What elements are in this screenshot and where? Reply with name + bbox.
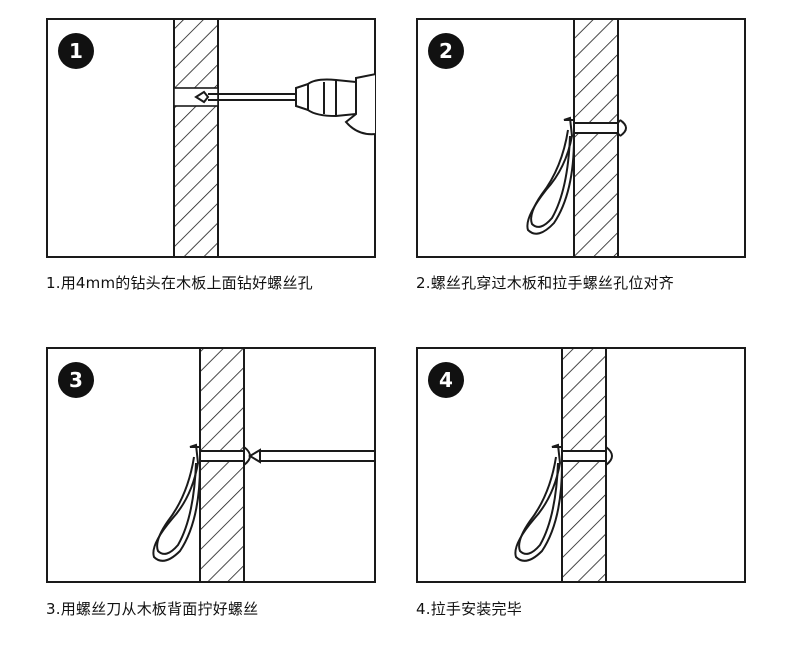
wood-board <box>573 18 619 258</box>
step-1-panel: 1 <box>46 18 376 258</box>
step-2-caption: 2.螺丝孔穿过木板和拉手螺丝孔位对齐 <box>416 274 674 292</box>
step-badge-1 <box>58 33 94 69</box>
step-4-panel: 4 <box>416 347 746 583</box>
step-3-illustration: 3 <box>46 347 376 583</box>
step-number-3: 3 <box>69 368 83 392</box>
step-number-4: 4 <box>439 368 453 392</box>
step-3-panel: 3 <box>46 347 376 583</box>
step-1-caption: 1.用4mm的钻头在木板上面钻好螺丝孔 <box>46 274 313 292</box>
screwdriver-icon <box>248 448 375 464</box>
wood-board <box>173 18 219 258</box>
screw-icon <box>561 444 613 468</box>
screw-icon <box>199 444 251 468</box>
drill-icon <box>194 72 376 136</box>
step-4-caption: 4.拉手安装完毕 <box>416 600 522 618</box>
step-4-illustration: 4 <box>416 347 746 583</box>
step-2-illustration: 2 <box>416 18 746 258</box>
step-badge-3 <box>58 362 94 398</box>
step-2-panel: 2 <box>416 18 746 258</box>
wood-board <box>561 347 607 583</box>
loop-handle-icon <box>514 443 563 562</box>
screw-icon <box>573 118 627 138</box>
loop-handle-icon <box>526 116 575 235</box>
step-badge-4 <box>428 362 464 398</box>
loop-handle-icon <box>152 443 201 562</box>
step-3-caption: 3.用螺丝刀从木板背面拧好螺丝 <box>46 600 259 618</box>
step-1-illustration: 1 <box>46 18 376 258</box>
step-number-1: 1 <box>69 39 83 63</box>
step-number-2: 2 <box>439 39 453 63</box>
wood-board <box>199 347 245 583</box>
step-badge-2 <box>428 33 464 69</box>
